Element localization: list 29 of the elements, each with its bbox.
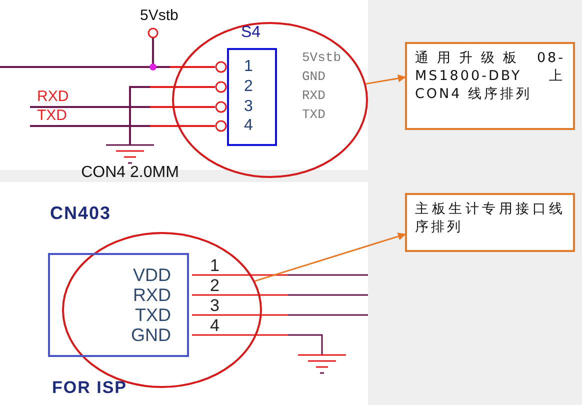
callout-box — [405, 193, 575, 252]
pin-number: 1 — [210, 257, 220, 275]
pin-name: RXD — [302, 87, 326, 105]
pin-number: 3 — [244, 98, 253, 116]
connector-label: S4 — [241, 24, 261, 42]
net-label: RXD — [37, 88, 69, 106]
leader-arrow — [254, 232, 406, 282]
pin-name: RXD — [132, 286, 171, 304]
net-label: TXD — [37, 107, 67, 125]
pin-name: GND — [302, 68, 326, 86]
callout-text: 通用升级板 08-MS1800-DBY 上 CON4 线序排列 — [415, 49, 565, 103]
pin-name: TXD — [135, 306, 171, 324]
part-note: FOR ISP — [52, 379, 128, 397]
pin-name: 5Vstb — [302, 49, 342, 67]
pin-name: GND — [131, 326, 171, 344]
net-label: 5Vstb — [140, 7, 178, 25]
leader-arrow — [366, 74, 406, 85]
pin-name: VDD — [132, 266, 171, 284]
pin-number: 3 — [210, 297, 220, 315]
callout-box — [405, 42, 575, 130]
callout-text: 主板生计专用接口线序排列 — [415, 200, 565, 236]
pin-number: 4 — [210, 317, 220, 335]
connector-label: CN403 — [50, 204, 112, 222]
pin-number: 1 — [244, 58, 253, 76]
pin-number: 2 — [244, 78, 253, 96]
part-value: CON4 2.0MM — [81, 164, 179, 182]
pin-number: 4 — [244, 117, 253, 135]
pin-name: TXD — [302, 106, 326, 124]
pin-number: 2 — [210, 277, 220, 295]
